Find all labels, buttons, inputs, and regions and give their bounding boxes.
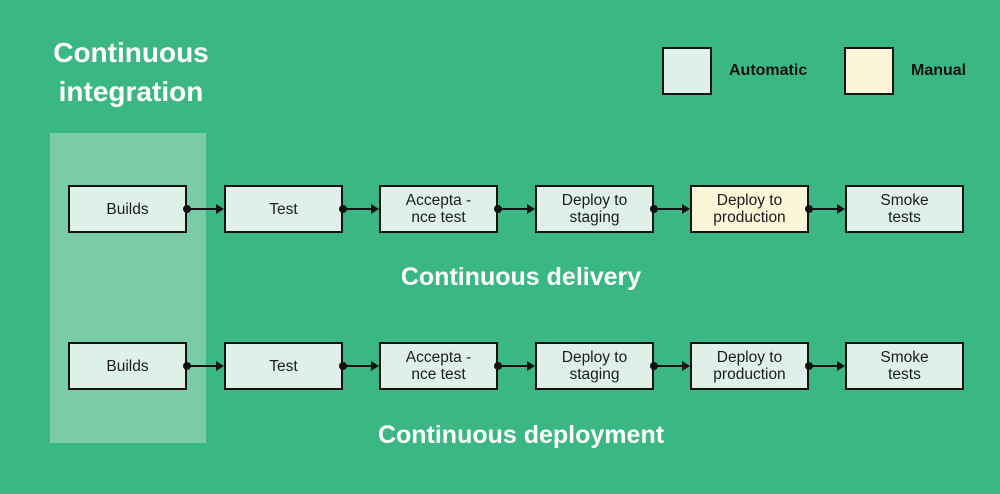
arrow-line (498, 208, 529, 210)
arrow-connector (183, 203, 224, 215)
page-title: Continuous integration (53, 37, 209, 107)
arrow-head-icon (527, 361, 535, 371)
arrow-line (498, 365, 529, 367)
pipeline-box-deploy-to-staging: Deploy to staging (535, 342, 654, 390)
pipeline-box-acceptance-test: Accepta - nce test (379, 185, 498, 233)
arrow-head-icon (682, 204, 690, 214)
arrow-connector (805, 360, 845, 372)
arrow-head-icon (837, 204, 845, 214)
arrow-connector (339, 203, 379, 215)
legend-swatch-automatic (662, 47, 712, 95)
pipeline-box-deploy-to-production: Deploy to production (690, 342, 809, 390)
arrow-line (654, 365, 684, 367)
arrow-line (809, 208, 839, 210)
arrow-line (343, 365, 373, 367)
arrow-line (809, 365, 839, 367)
arrow-connector (650, 203, 690, 215)
builds-column-highlight-band (50, 133, 206, 443)
arrow-head-icon (216, 361, 224, 371)
legend-swatch-manual (844, 47, 894, 95)
pipeline-box-smoke-tests: Smoke tests (845, 185, 964, 233)
arrow-line (654, 208, 684, 210)
arrow-head-icon (527, 204, 535, 214)
arrow-head-icon (216, 204, 224, 214)
pipeline-box-smoke-tests: Smoke tests (845, 342, 964, 390)
legend-label-manual: Manual (911, 62, 967, 79)
pipeline-box-builds: Builds (68, 342, 187, 390)
continuous-deployment-label: Continuous deployment (377, 421, 665, 449)
arrow-connector (494, 203, 535, 215)
pipeline-box-deploy-to-staging: Deploy to staging (535, 185, 654, 233)
arrow-head-icon (371, 361, 379, 371)
arrow-line (343, 208, 373, 210)
arrow-line (187, 365, 218, 367)
pipeline-box-acceptance-test: Accepta - nce test (379, 342, 498, 390)
arrow-head-icon (837, 361, 845, 371)
arrow-connector (339, 360, 379, 372)
arrow-head-icon (371, 204, 379, 214)
arrow-connector (494, 360, 535, 372)
pipeline-box-test: Test (224, 185, 343, 233)
arrow-head-icon (682, 361, 690, 371)
arrow-connector (805, 203, 845, 215)
legend-label-automatic: Automatic (729, 62, 808, 79)
pipeline-box-builds: Builds (68, 185, 187, 233)
continuous-delivery-label: Continuous delivery (400, 263, 642, 291)
pipeline-box-deploy-to-production: Deploy to production (690, 185, 809, 233)
arrow-connector (650, 360, 690, 372)
arrow-line (187, 208, 218, 210)
arrow-connector (183, 360, 224, 372)
pipeline-box-test: Test (224, 342, 343, 390)
